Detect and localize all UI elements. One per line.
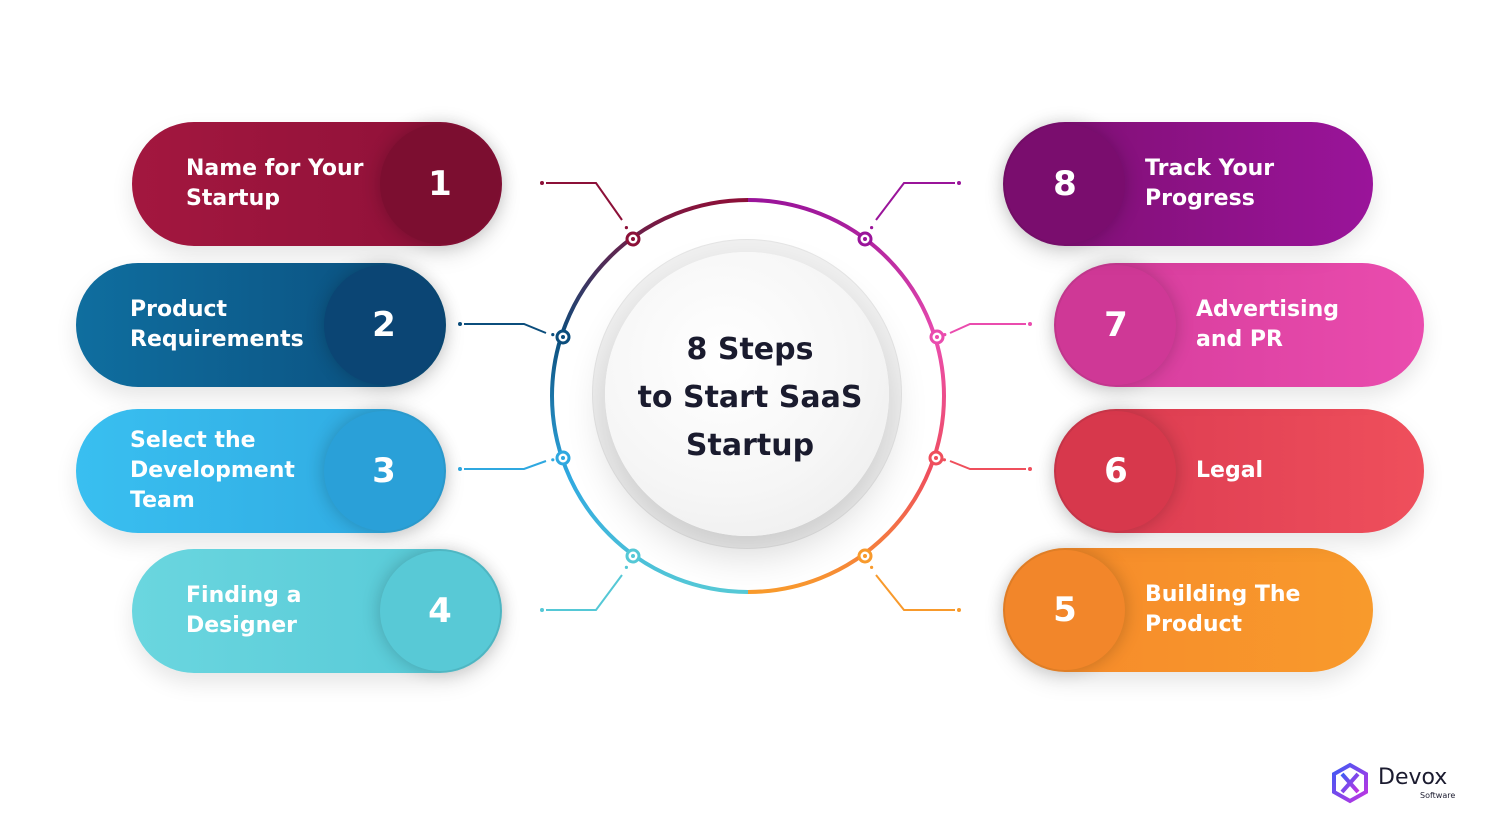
ring-node-center-3 [561, 456, 565, 460]
connector-mid-dot-6 [942, 458, 947, 462]
connector-end-dot-1 [540, 181, 544, 185]
connector-mid-dot-4 [624, 565, 629, 570]
ring-node-center-8 [863, 237, 867, 241]
ring-node-center-7 [935, 335, 939, 339]
logo-subtitle: Software [1420, 791, 1456, 800]
step-number-disc: 2 [324, 265, 444, 385]
step-label: Building The Product [1145, 582, 1301, 637]
connector-line-3 [464, 460, 547, 470]
step-1-pill: Name for Your Startup 1 [132, 122, 502, 246]
connector-line-8 [875, 182, 955, 221]
connector-line-2 [464, 323, 547, 334]
connector-end-dot-3 [458, 467, 462, 471]
connector-end-dot-4 [540, 608, 544, 612]
step-number: 4 [428, 591, 452, 631]
step-number-disc: 8 [1005, 124, 1125, 244]
step-label: Legal [1196, 458, 1264, 483]
devox-logo: Devox Software [1328, 762, 1468, 804]
step-label: Select the Development Team [130, 428, 295, 513]
ring-arc-left [550, 198, 749, 594]
step-3-pill: Select the Development Team 3 [76, 409, 446, 533]
step-number-disc: 7 [1056, 265, 1176, 385]
connector-end-dot-2 [458, 322, 462, 326]
ring-node-center-4 [631, 554, 635, 558]
step-6-pill: 6 Legal [1054, 409, 1424, 533]
center-title: 8 Steps to Start SaaS Startup [637, 332, 863, 463]
connector-end-dot-5 [957, 608, 961, 612]
connector-mid-dot-2 [551, 333, 555, 337]
step-4-pill: Finding a Designer 4 [132, 549, 502, 673]
connector-end-dot-8 [957, 181, 961, 185]
connector-end-dot-7 [1028, 322, 1032, 326]
step-7-pill: 7 Advertising and PR [1054, 263, 1424, 387]
connector-line-5 [875, 574, 955, 611]
step-number-disc: 1 [380, 124, 500, 244]
connector-line-7 [949, 323, 1026, 334]
step-number-disc: 3 [324, 411, 444, 531]
step-number-disc: 5 [1005, 550, 1125, 670]
connector-mid-dot-3 [551, 458, 555, 462]
ring-node-center-2 [561, 335, 565, 339]
logo-name: Devox [1378, 765, 1448, 790]
step-2-pill: Product Requirements 2 [76, 263, 446, 387]
connector-line-6 [949, 460, 1026, 470]
connector-mid-dot-8 [870, 226, 874, 230]
step-number: 7 [1104, 305, 1128, 345]
step-number: 2 [372, 305, 396, 345]
connector-line-4 [546, 574, 623, 611]
ring-arc-right [747, 198, 946, 594]
devox-logo-icon [1332, 762, 1368, 804]
connector-end-dot-6 [1028, 467, 1032, 471]
connector-line-1 [546, 182, 623, 221]
step-label: Advertising and PR [1196, 297, 1339, 352]
step-number: 1 [428, 164, 452, 204]
step-label: Track Your Progress [1145, 156, 1275, 211]
step-label: Product Requirements [130, 297, 304, 352]
step-8-pill: 8 Track Your Progress [1003, 122, 1373, 246]
ring-node-center-1 [631, 237, 635, 241]
step-label: Name for Your Startup [186, 156, 364, 211]
center-circle [605, 252, 889, 536]
step-label: Finding a Designer [186, 583, 302, 638]
step-number: 8 [1053, 164, 1077, 204]
step-number: 5 [1053, 590, 1077, 630]
connector-mid-dot-5 [870, 565, 874, 570]
step-number: 6 [1104, 451, 1128, 491]
step-number: 3 [372, 451, 396, 491]
step-number-disc: 4 [380, 551, 500, 671]
connector-mid-dot-1 [624, 226, 629, 230]
ring-node-center-5 [863, 554, 867, 558]
step-5-pill: 5 Building The Product [1003, 548, 1373, 672]
ring-node-center-6 [934, 456, 938, 460]
step-number-disc: 6 [1056, 411, 1176, 531]
